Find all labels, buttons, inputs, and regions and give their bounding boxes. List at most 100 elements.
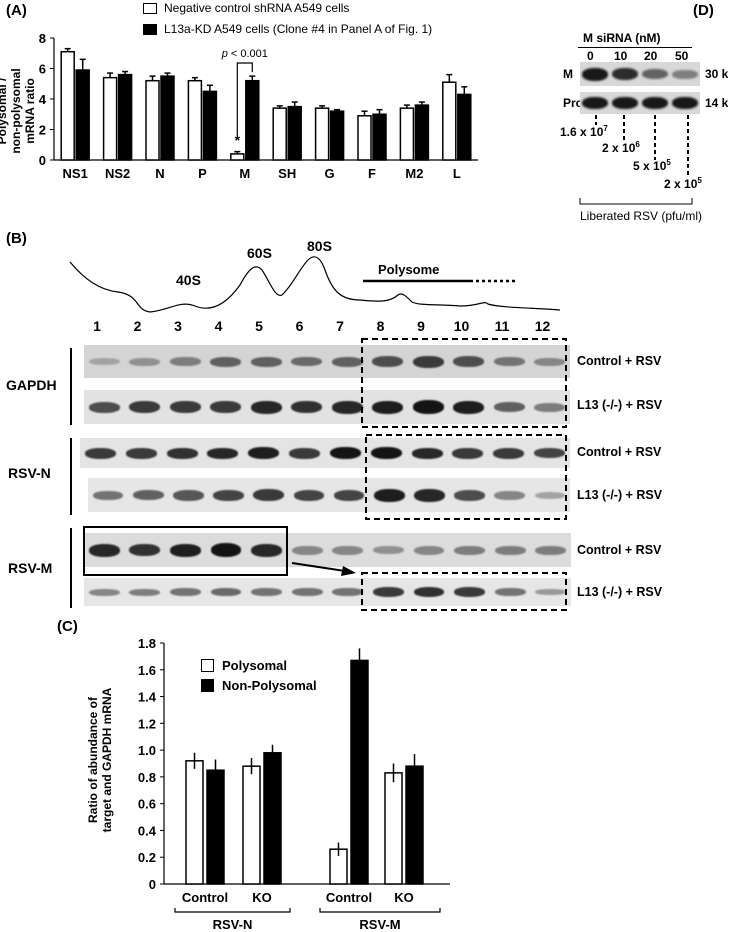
group-label-c: RSV-M [359, 917, 400, 932]
category-label-c: KO [252, 890, 272, 905]
panel-d-blot-m [580, 62, 700, 86]
gel-band [166, 447, 198, 459]
gel-band [129, 544, 161, 556]
bar-c [350, 659, 369, 885]
fraction-number: 8 [376, 318, 385, 334]
fraction-number: 6 [295, 318, 304, 334]
ytick-label-c: 1.2 [138, 716, 156, 731]
ytick-label-a: 8 [39, 31, 46, 46]
gel-band [453, 356, 485, 367]
gel-gapdh-control [84, 345, 570, 378]
gel-band [534, 357, 566, 366]
gel-band [493, 447, 525, 459]
fraction-number: 12 [534, 318, 551, 334]
legend-c-nonpolysomal-label: Non-Polysomal [222, 678, 317, 693]
legend-a-control-label: Negative control shRNA A549 cells [164, 1, 350, 15]
polysome-box-gapdh [361, 338, 567, 428]
gel-band [412, 400, 444, 414]
gel-band [170, 588, 201, 596]
gel-band [332, 545, 364, 555]
ytick-label-a: 6 [39, 62, 46, 77]
gel-band [169, 401, 201, 413]
bar-c [263, 752, 282, 885]
bar-c [384, 772, 403, 885]
row-label-rsvm-control: Control + RSV [577, 543, 662, 557]
panel-c-label: (C) [57, 618, 78, 635]
bracket-gapdh [70, 348, 72, 425]
gel-band [289, 447, 321, 459]
polysome-box-rsvn [365, 434, 567, 520]
shift-arrow-icon [341, 566, 356, 576]
gel-band [125, 447, 157, 459]
gel-band [331, 400, 363, 414]
gel-band [493, 357, 525, 366]
group-bracket-c [319, 908, 441, 913]
peak-80s: 80S [307, 238, 332, 254]
gel-band [129, 401, 161, 413]
conc-20: 20 [644, 49, 658, 63]
bar-c [405, 765, 424, 885]
ytick-label-a: 2 [39, 123, 46, 138]
gel-band [293, 489, 325, 501]
gel-band [213, 489, 244, 501]
ytick-label-c: 0.4 [138, 823, 157, 838]
panel-d-concentrations: 0 10 20 50 [582, 49, 692, 65]
fraction-number: 10 [453, 318, 470, 334]
gel-band [210, 588, 242, 596]
group-bracket-c [174, 908, 291, 913]
gel-band [132, 490, 164, 500]
row-label-gapdh-control: Control + RSV [577, 354, 662, 368]
conc-50: 50 [675, 49, 689, 63]
gel-rsvm-control [84, 533, 571, 567]
legend-a-control-swatch [143, 3, 157, 14]
bar-c [206, 769, 225, 885]
blot-band [582, 67, 608, 81]
ytick-label-c: 0.8 [138, 770, 156, 785]
panel-d-label: (D) [693, 2, 714, 19]
gel-band [291, 401, 323, 413]
gel-band [413, 587, 445, 597]
ytick-label-c: 0.2 [138, 850, 156, 865]
row-label-rsvn-l13: L13 (-/-) + RSV [577, 488, 663, 502]
group-label-rsvm: RSV-M [8, 560, 53, 576]
row-label-rsvn-control: Control + RSV [577, 445, 662, 459]
conc-10: 10 [614, 49, 628, 63]
blot-band [642, 69, 668, 79]
category-label-a: NS1 [63, 166, 88, 181]
category-label-a: M2 [405, 166, 423, 181]
category-label-a: NS2 [105, 166, 130, 181]
gel-band [88, 588, 120, 596]
gel-band [372, 546, 404, 554]
fraction-number: 9 [417, 318, 425, 334]
peak-60s: 60S [247, 245, 272, 261]
category-label-a: F [368, 166, 376, 181]
gel-band [454, 545, 485, 555]
row-label-rsvm-l13: L13 (-/-) + RSV [577, 585, 663, 599]
gel-band [453, 400, 485, 414]
ytick-label-c: 1.0 [138, 743, 156, 758]
category-label-a: L [453, 166, 461, 181]
panel-a-label: (A) [6, 2, 27, 19]
ytick-label-c: 1.4 [138, 690, 157, 705]
gel-band [454, 587, 485, 597]
category-label-a: SH [278, 166, 296, 181]
category-label-a: G [325, 166, 335, 181]
group-label-c: RSV-N [213, 917, 253, 932]
legend-c-nonpolysomal-swatch [201, 679, 214, 692]
polysome-box-rsvm [361, 572, 567, 611]
gel-rsvn-control [80, 438, 570, 468]
gel-band [250, 356, 282, 367]
blot-band [612, 68, 638, 80]
fraction-number: 11 [494, 318, 510, 334]
gel-band [173, 489, 204, 501]
gel-band [534, 448, 566, 458]
gel-band [253, 489, 284, 501]
gel-band [250, 400, 282, 414]
panel-d-header: M siRNA (nM) [583, 31, 661, 45]
titer-1: 1.6 x 107 [560, 124, 608, 139]
fraction-number: 4 [214, 318, 223, 334]
titer-2: 2 x 106 [602, 140, 640, 155]
legend-c-polysomal-swatch [201, 659, 214, 672]
